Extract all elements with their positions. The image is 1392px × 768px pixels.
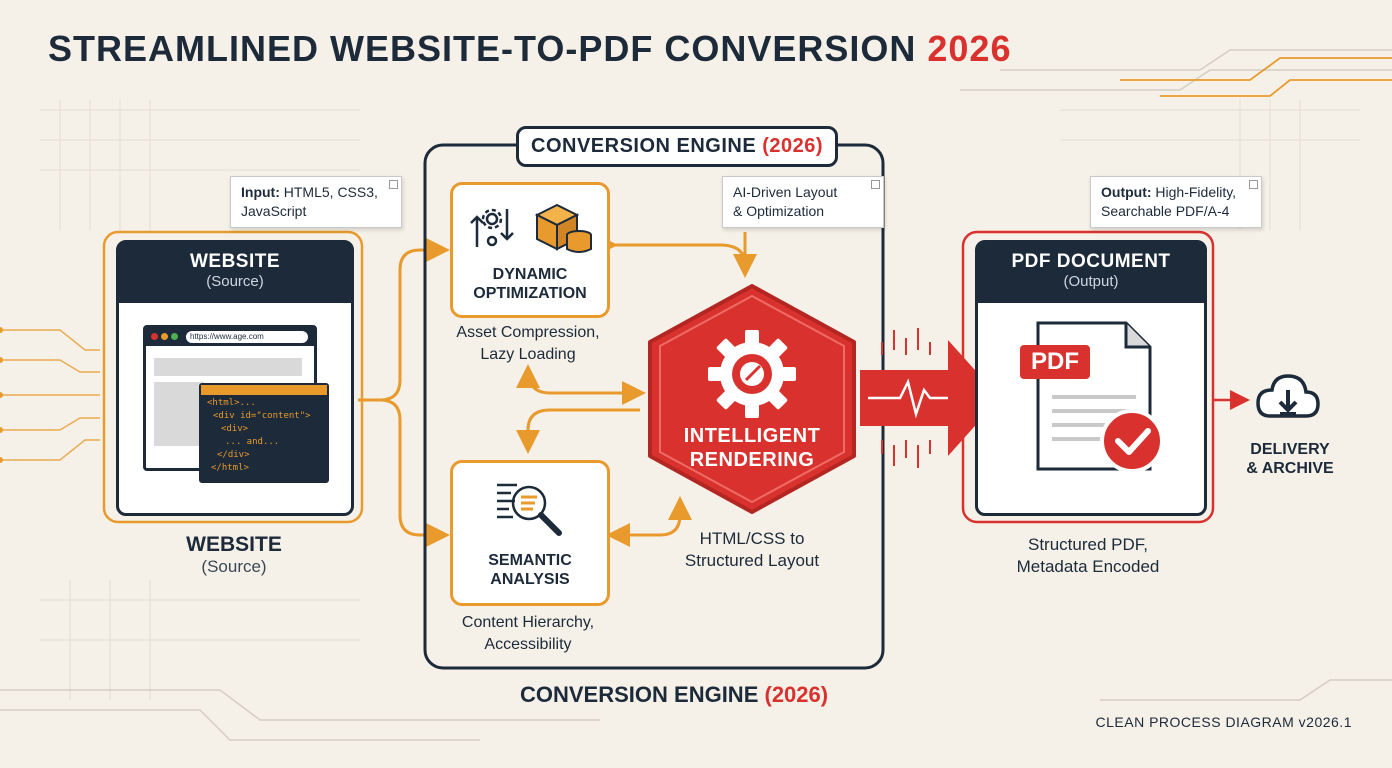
dynamic-title-line2: OPTIMIZATION bbox=[473, 285, 587, 302]
engine-bottom-label: CONVERSION ENGINE (2026) bbox=[520, 682, 828, 708]
input-callout: Input: HTML5, CSS3, JavaScript bbox=[230, 176, 402, 228]
website-header-sub: (Source) bbox=[206, 273, 264, 290]
output-callout-bold: Output: bbox=[1101, 184, 1152, 200]
semantic-analysis-box: SEMANTIC ANALYSIS bbox=[450, 460, 610, 606]
minimize-dot-icon bbox=[161, 333, 168, 340]
pdf-label-line2: Metadata Encoded bbox=[1016, 557, 1160, 576]
code-titlebar bbox=[201, 385, 327, 395]
code-line: <div> bbox=[221, 424, 249, 434]
delivery-label: DELIVERY & ARCHIVE bbox=[1240, 440, 1340, 478]
flow-arrows-orange bbox=[358, 232, 757, 547]
website-label: WEBSITE (Source) bbox=[134, 534, 334, 578]
pdf-badge: PDF bbox=[1020, 345, 1090, 379]
semantic-desc-line1: Content Hierarchy, bbox=[461, 614, 595, 631]
pdf-label-line1: Structured PDF, bbox=[1028, 535, 1148, 554]
output-callout-text: High-Fidelity, bbox=[1155, 184, 1237, 200]
output-callout: Output: High-Fidelity, Searchable PDF/A-… bbox=[1090, 176, 1262, 228]
maximize-dot-icon bbox=[171, 333, 178, 340]
website-header: WEBSITE (Source) bbox=[119, 243, 351, 303]
rendering-hexagon bbox=[648, 284, 856, 514]
code-line: ... and... bbox=[225, 437, 280, 447]
rendering-desc: HTML/CSS to Structured Layout bbox=[654, 528, 850, 572]
semantic-title-line2: ANALYSIS bbox=[490, 571, 570, 588]
optimization-icon bbox=[470, 203, 592, 253]
ai-callout-line1: AI-Driven Layout bbox=[733, 184, 838, 200]
callout-corner-icon bbox=[871, 180, 880, 189]
input-callout-line2: JavaScript bbox=[241, 203, 307, 219]
rendering-desc-line2: Structured Layout bbox=[684, 551, 820, 570]
engine-bottom-year: (2026) bbox=[764, 682, 829, 707]
semantic-analysis-desc: Content Hierarchy, Accessibility bbox=[430, 612, 626, 656]
dynamic-title-line1: DYNAMIC bbox=[492, 266, 568, 283]
close-dot-icon bbox=[151, 333, 158, 340]
input-line-dots bbox=[0, 327, 3, 463]
code-window: <html>... <div id="content"> <div> ... a… bbox=[199, 383, 329, 483]
engine-top-year: (2026) bbox=[762, 135, 824, 157]
content-placeholder bbox=[154, 358, 302, 376]
page-title: STREAMLINED WEBSITE-TO-PDF CONVERSION 20… bbox=[48, 28, 1011, 70]
ai-callout: AI-Driven Layout & Optimization bbox=[722, 176, 884, 228]
dynamic-desc-line2: Lazy Loading bbox=[480, 346, 576, 363]
title-year: 2026 bbox=[927, 28, 1012, 69]
pdf-card: PDF DOCUMENT (Output) PDF bbox=[975, 240, 1207, 516]
callout-corner-icon bbox=[389, 180, 398, 189]
dynamic-desc-line1: Asset Compression, bbox=[456, 324, 600, 341]
input-lines bbox=[0, 329, 100, 461]
dynamic-optimization-desc: Asset Compression, Lazy Loading bbox=[430, 322, 626, 366]
rendering-desc-line1: HTML/CSS to bbox=[699, 529, 805, 548]
pdf-frame bbox=[961, 230, 1215, 524]
delivery-line2: & ARCHIVE bbox=[1246, 460, 1334, 477]
background-grid bbox=[40, 100, 1360, 700]
callout-corner-icon bbox=[1249, 180, 1258, 189]
magnifier-icon bbox=[497, 483, 562, 536]
delivery-line1: DELIVERY bbox=[1250, 441, 1330, 458]
cloud-download-icon bbox=[1256, 374, 1320, 418]
url-bar: https://www.age.com bbox=[186, 331, 308, 343]
output-callout-line2: Searchable PDF/A-4 bbox=[1101, 203, 1230, 219]
pdf-label: Structured PDF, Metadata Encoded bbox=[990, 534, 1186, 578]
pdf-header-title: PDF DOCUMENT bbox=[1011, 251, 1171, 272]
engine-top-label: CONVERSION ENGINE (2026) bbox=[516, 126, 839, 167]
footer-version: CLEAN PROCESS DIAGRAM v2026.1 bbox=[1095, 714, 1352, 730]
input-callout-bold: Input: bbox=[241, 184, 280, 200]
dynamic-optimization-title: DYNAMIC OPTIMIZATION bbox=[453, 265, 607, 303]
code-line: <div id="content"> bbox=[213, 411, 311, 421]
website-frame bbox=[102, 230, 364, 524]
website-label-sub: (Source) bbox=[201, 557, 267, 576]
rendering-title-line1: INTELLIGENT bbox=[683, 425, 821, 447]
pdf-header-sub: (Output) bbox=[1063, 273, 1119, 290]
code-line: </div> bbox=[217, 450, 250, 460]
website-header-title: WEBSITE bbox=[189, 251, 281, 272]
title-main: STREAMLINED WEBSITE-TO-PDF CONVERSION bbox=[48, 28, 917, 69]
pdf-file-icon bbox=[1036, 321, 1164, 473]
semantic-desc-line2: Accessibility bbox=[484, 636, 572, 653]
pdf-header: PDF DOCUMENT (Output) bbox=[978, 243, 1204, 303]
engine-top-text: CONVERSION ENGINE bbox=[531, 135, 757, 157]
ai-callout-line2: & Optimization bbox=[733, 203, 825, 219]
red-output-arrow bbox=[860, 328, 1000, 468]
code-line: </html> bbox=[211, 463, 249, 473]
engine-bottom-text: CONVERSION ENGINE bbox=[520, 682, 759, 707]
semantic-analysis-title: SEMANTIC ANALYSIS bbox=[453, 551, 607, 589]
rendering-title-line2: RENDERING bbox=[689, 449, 815, 471]
sidebar-placeholder bbox=[154, 382, 204, 446]
code-line: <html>... bbox=[207, 398, 256, 408]
website-card: WEBSITE (Source) https://www.age.com <ht… bbox=[116, 240, 354, 516]
semantic-title-line1: SEMANTIC bbox=[488, 552, 572, 569]
browser-toolbar: https://www.age.com bbox=[146, 328, 314, 346]
gear-icon bbox=[708, 330, 796, 418]
input-callout-text: HTML5, CSS3, bbox=[283, 184, 378, 200]
website-label-title: WEBSITE bbox=[186, 533, 282, 556]
dynamic-optimization-box: DYNAMIC OPTIMIZATION bbox=[450, 182, 610, 318]
rendering-title: INTELLIGENT RENDERING bbox=[650, 424, 854, 472]
circuit-lines-orange bbox=[1120, 57, 1392, 97]
